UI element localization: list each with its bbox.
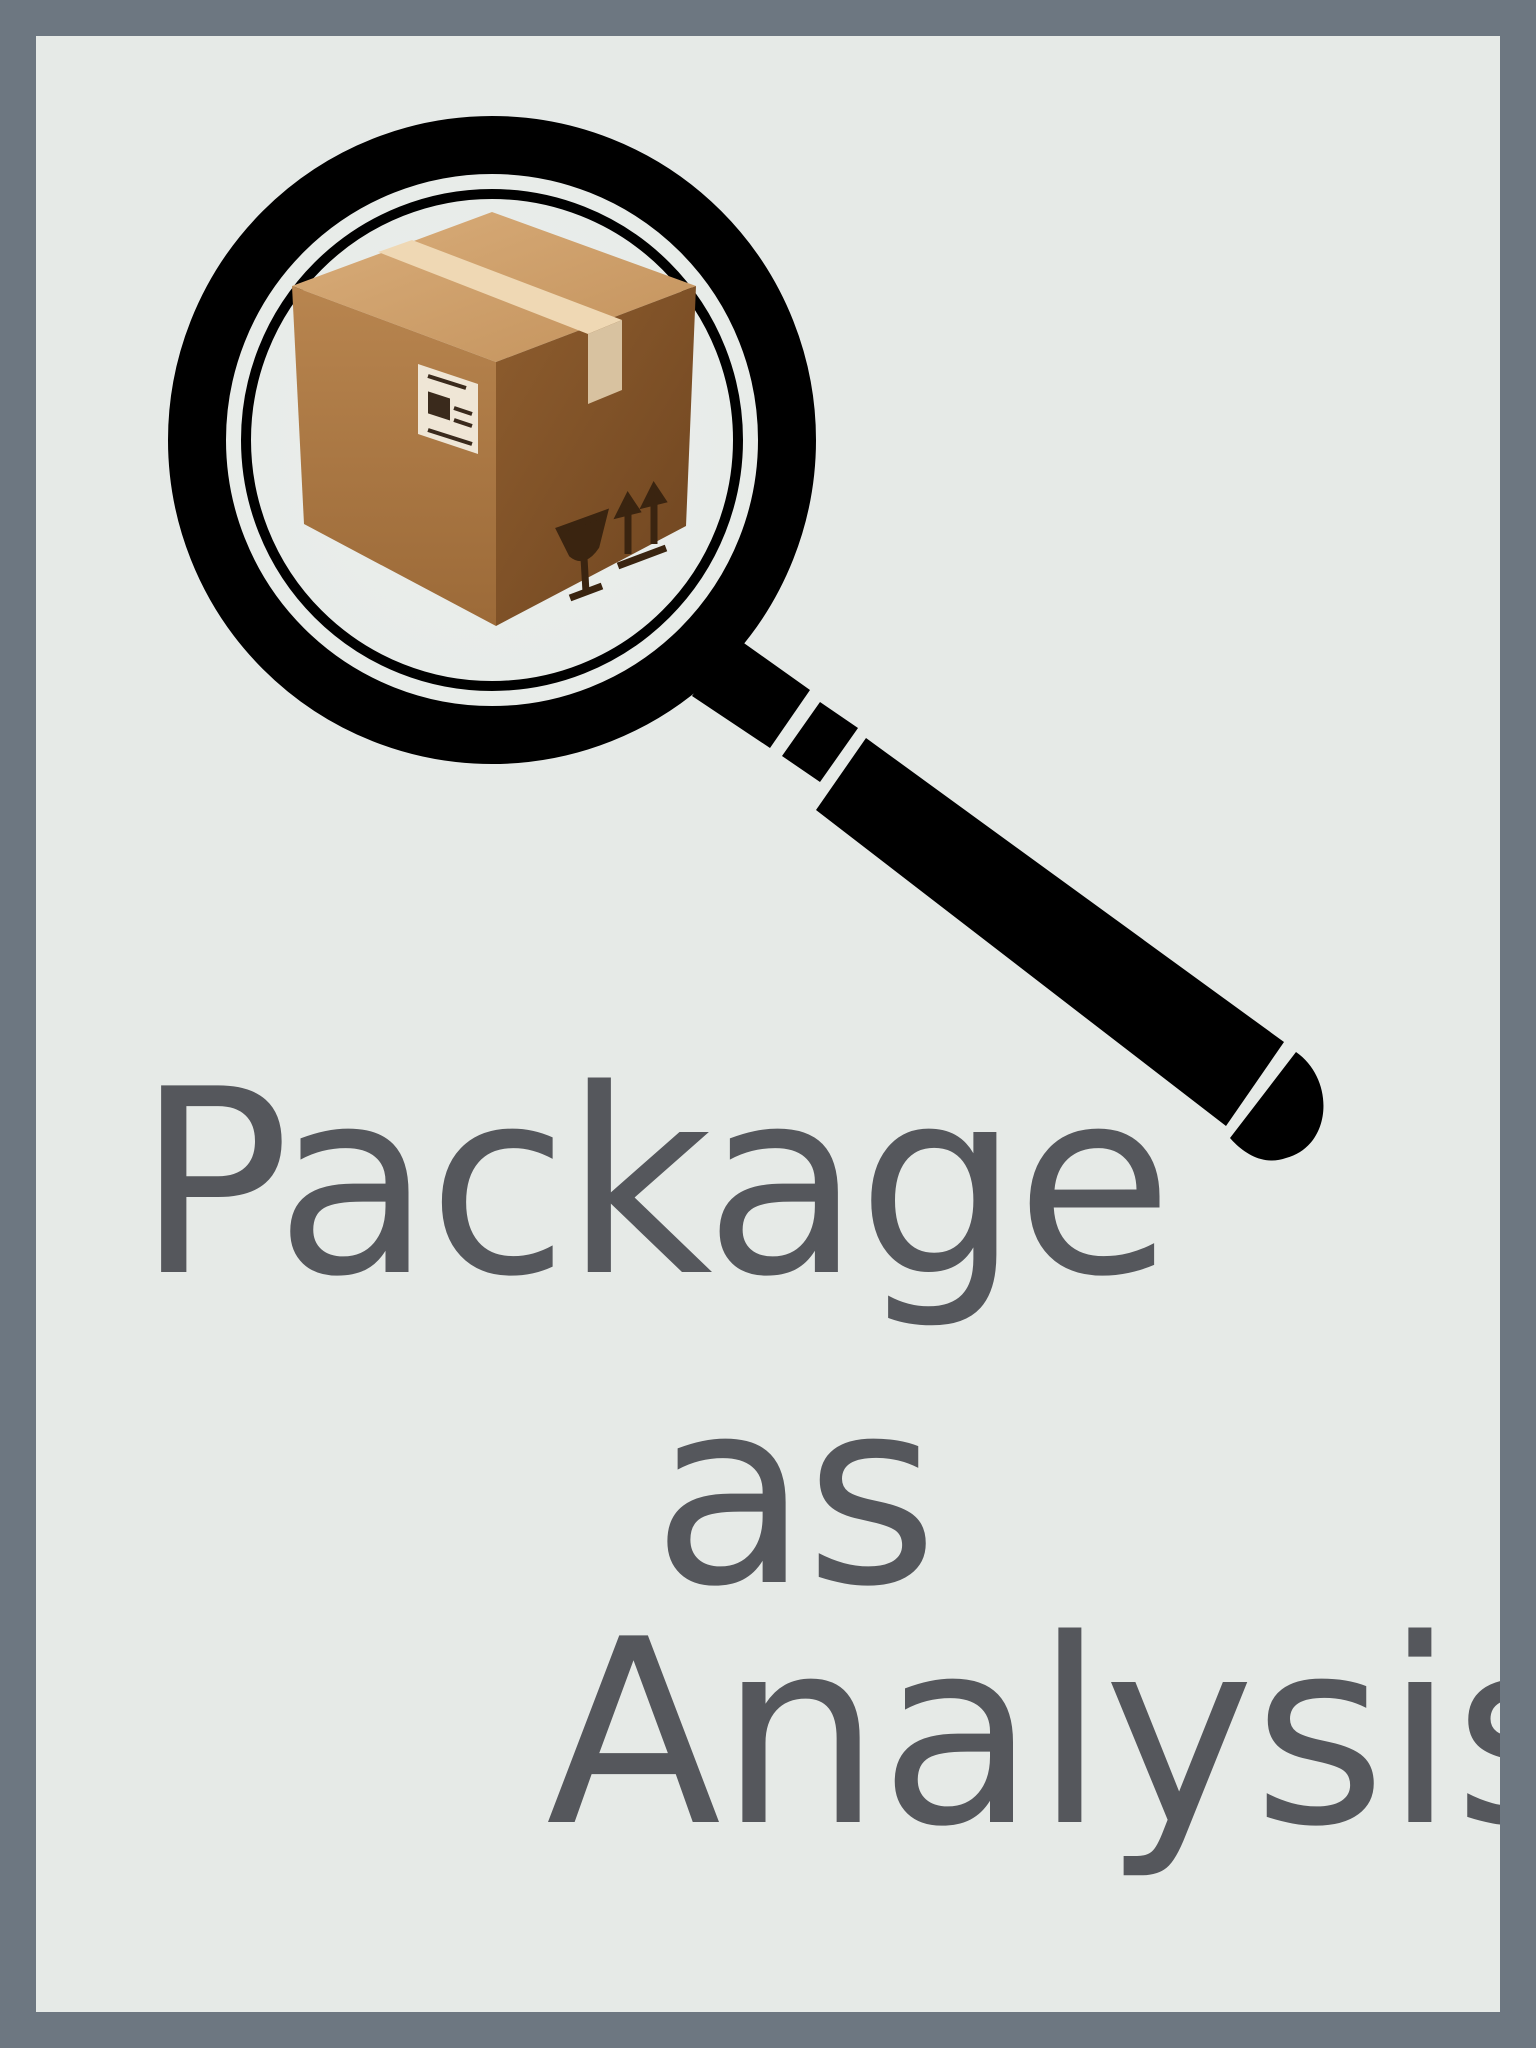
poster: Package as Analysis: [36, 36, 1500, 2012]
title-line-package: Package: [136, 1035, 1173, 1333]
title-line-analysis: Analysis: [546, 1585, 1500, 1883]
magnifying-glass-icon: [147, 90, 1324, 1161]
this-way-up-icon: [613, 481, 668, 570]
fragile-glass-icon: [555, 508, 609, 602]
cardboard-box-icon: [292, 212, 696, 626]
title-line-as: as: [652, 1345, 938, 1643]
shipping-label-icon: [418, 364, 478, 454]
poster-artwork: [147, 90, 1324, 1161]
